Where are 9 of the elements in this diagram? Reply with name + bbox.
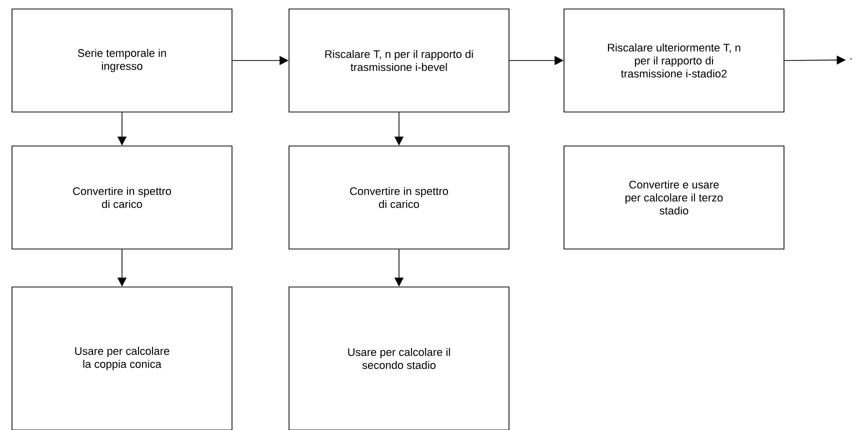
process-box: Convertire in spettro di carico: [12, 146, 232, 250]
process-box: Usare per calcolare la coppia conica: [12, 286, 232, 430]
process-box: Usare per calcolare il secondo stadio: [288, 286, 510, 430]
process-box: Convertire in spettro di carico: [288, 146, 510, 250]
process-box: Serie temporale in ingresso: [12, 8, 232, 112]
end-text: .: [850, 58, 852, 60]
process-box: Riscalare ulteriormente T, n per il rapporto di trasmissione i-stadio2: [564, 8, 784, 112]
process-box: Riscalare T, n per il rapporto di trasmissione i-bevel: [288, 8, 510, 112]
process-box: Convertire e usare per calcolare il terzo stadio: [564, 146, 784, 250]
